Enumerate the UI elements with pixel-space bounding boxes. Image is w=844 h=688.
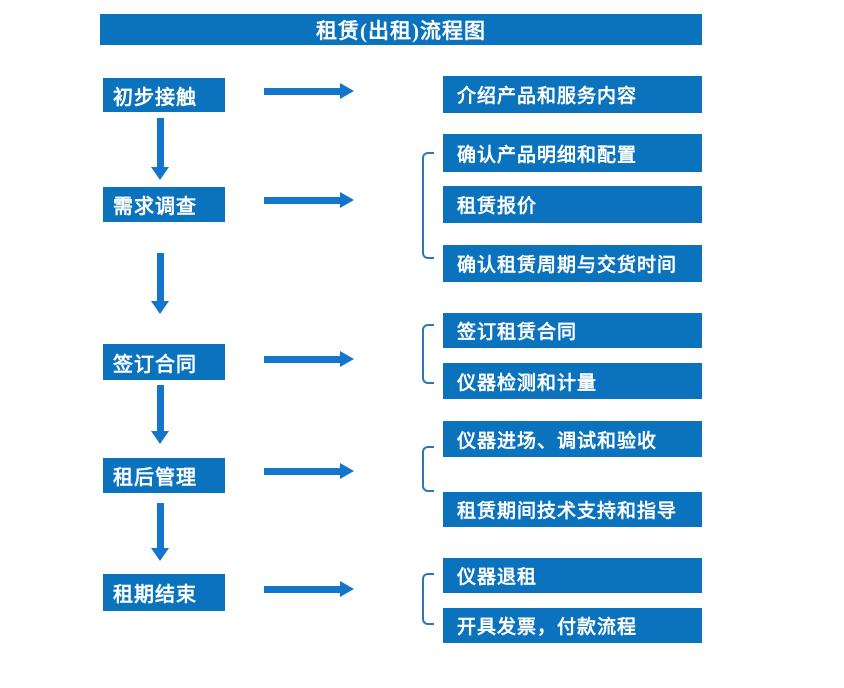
group-bracket-demand-survey [422, 152, 434, 259]
down-arrow-head [151, 431, 169, 444]
down-arrow-head [151, 167, 169, 180]
detail-box-instrument-return: 仪器退租 [443, 558, 702, 593]
step-box-rental-end: 租期结束 [103, 574, 225, 611]
down-arrow-head [151, 548, 169, 561]
detail-box-sign-rental-contract: 签订租赁合同 [443, 313, 702, 348]
right-arrow-4 [264, 463, 354, 479]
detail-box-confirm-period-delivery: 确认租赁周期与交货时间 [443, 245, 702, 282]
group-bracket-post-rental [422, 446, 434, 492]
right-arrow-head [340, 83, 354, 99]
right-arrow-shaft [264, 585, 340, 593]
right-arrow-head [340, 581, 354, 597]
step-box-demand-survey: 需求调查 [103, 187, 225, 222]
step-box-post-rental: 租后管理 [103, 458, 225, 493]
right-arrow-shaft [264, 467, 340, 475]
right-arrow-head [340, 463, 354, 479]
down-arrow-shaft [156, 385, 164, 431]
down-arrow-shaft [156, 118, 164, 167]
right-arrow-head [340, 192, 354, 208]
detail-box-introduce-products: 介绍产品和服务内容 [443, 76, 702, 113]
detail-box-technical-support: 租赁期间技术支持和指导 [443, 492, 702, 527]
down-arrow-2 [151, 253, 169, 314]
right-arrow-3 [264, 351, 354, 367]
right-arrow-1 [264, 83, 354, 99]
down-arrow-shaft [156, 503, 164, 548]
down-arrow-4 [151, 503, 169, 561]
right-arrow-shaft [264, 355, 340, 363]
right-arrow-2 [264, 192, 354, 208]
detail-box-instrument-testing: 仪器检测和计量 [443, 363, 702, 399]
right-arrow-5 [264, 581, 354, 597]
detail-box-instrument-setup: 仪器进场、调试和验收 [443, 421, 702, 457]
group-bracket-rental-end [422, 573, 434, 625]
group-bracket-sign-contract [422, 324, 434, 384]
down-arrow-3 [151, 385, 169, 444]
step-box-initial-contact: 初步接触 [103, 78, 225, 112]
flowchart-title: 租赁(出租)流程图 [100, 14, 702, 45]
detail-box-rental-quotation: 租赁报价 [443, 186, 702, 223]
right-arrow-shaft [264, 87, 340, 95]
down-arrow-shaft [156, 253, 164, 301]
step-box-sign-contract: 签订合同 [103, 344, 225, 380]
down-arrow-1 [151, 118, 169, 180]
detail-box-invoice-payment: 开具发票，付款流程 [443, 608, 702, 643]
right-arrow-head [340, 351, 354, 367]
detail-box-confirm-product-config: 确认产品明细和配置 [443, 134, 702, 172]
right-arrow-shaft [264, 196, 340, 204]
down-arrow-head [151, 301, 169, 314]
